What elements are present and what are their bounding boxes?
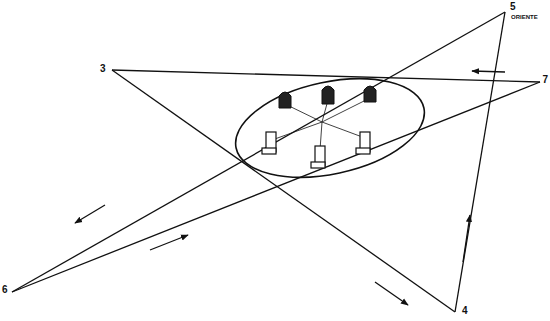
point-number: 5 (510, 2, 516, 12)
temple-ellipse (227, 63, 434, 193)
point-number: 7 (542, 75, 548, 85)
direction-arrows (75, 71, 505, 305)
point-number: 6 (2, 285, 8, 295)
star-lines (12, 12, 540, 312)
point-number: 4 (462, 306, 468, 316)
point-number: 3 (100, 64, 106, 74)
direction-label: ORIENTE (511, 14, 538, 20)
